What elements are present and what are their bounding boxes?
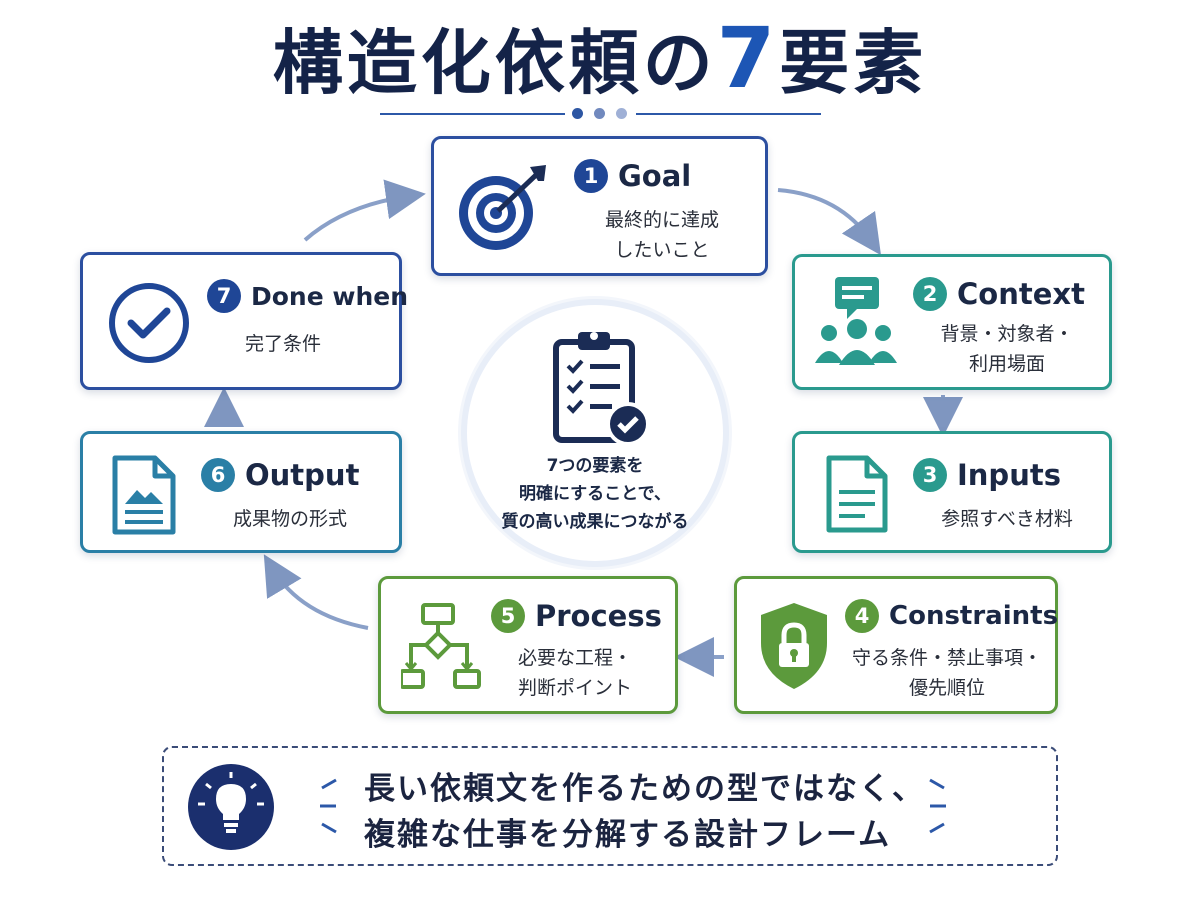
arrow-7-to-1 (303, 179, 426, 242)
element-label: Output (245, 458, 360, 492)
element-label: Inputs (957, 458, 1061, 492)
title-suffix: 要素 (779, 22, 928, 104)
element-description: 背景・対象者・利用場面 (940, 323, 1074, 375)
element-card-constraints: 4 Constraints 守る条件・禁止事項・優先順位 (734, 576, 1058, 714)
card-header: 2 Context (913, 277, 1085, 311)
image-document-icon (112, 455, 176, 535)
element-card-process: 5 Process 必要な工程・判断ポイント (378, 576, 678, 714)
banner-line: 複雑な仕事を分解する設計フレーム (364, 817, 892, 853)
number-badge: 5 (491, 599, 525, 633)
element-card-goal: 1 Goal 最終的に達成したいこと (431, 136, 768, 276)
card-header: 7 Done when (207, 279, 408, 313)
number-badge: 6 (201, 458, 235, 492)
card-header: 4 Constraints (845, 599, 1058, 633)
discussion-group-icon (815, 277, 897, 365)
element-description: 最終的に達成したいこと (604, 209, 719, 261)
target-icon (459, 165, 546, 250)
element-label: Context (957, 277, 1085, 311)
title-dot (616, 108, 627, 119)
center-line: 7つの要素を (546, 456, 644, 476)
element-card-context: 2 Context 背景・対象者・利用場面 (792, 254, 1112, 390)
number-badge: 3 (913, 458, 947, 492)
banner-message: 長い依頼文を作るための型ではなく、 複雑な仕事を分解する設計フレーム (364, 766, 925, 858)
element-label: Done when (251, 281, 409, 311)
element-card-inputs: 3 Inputs 参照すべき材料 (792, 431, 1112, 553)
page-title: 構造化依頼の7要素 (0, 8, 1200, 113)
shield-lock-icon (761, 603, 827, 689)
summary-banner (162, 746, 1058, 866)
checkmark-circle-icon (109, 283, 189, 363)
element-description: 必要な工程・判断ポイント (517, 647, 632, 699)
element-label: Constraints (889, 601, 1059, 631)
number-badge: 2 (913, 277, 947, 311)
title-main: 構造化依頼の (272, 22, 717, 104)
emphasis-marks-left-icon (320, 778, 337, 834)
center-line: 明確にすることで、 (519, 484, 671, 504)
arrow-5-to-6 (263, 554, 369, 630)
emphasis-marks-right-icon (929, 778, 946, 834)
title-number: 7 (716, 9, 780, 107)
element-card-output: 6 Output 成果物の形式 (80, 431, 402, 553)
card-header: 5 Process (491, 599, 662, 633)
title-divider-left (380, 113, 565, 115)
element-description: 完了条件 (244, 333, 321, 355)
number-badge: 7 (207, 279, 241, 313)
center-message: 7つの要素を 明確にすることで、 質の高い成果につながる (470, 452, 720, 536)
element-label: Goal (618, 159, 692, 193)
number-badge: 1 (574, 159, 608, 193)
element-description: 守る条件・禁止事項・優先順位 (851, 647, 1042, 699)
banner-line: 長い依頼文を作るための型ではなく、 (364, 771, 925, 807)
card-header: 3 Inputs (913, 458, 1061, 492)
arrow-1-to-2 (777, 188, 882, 256)
center-line: 質の高い成果につながる (501, 512, 689, 532)
element-label: Process (535, 599, 662, 633)
element-description: 参照すべき材料 (941, 508, 1073, 530)
title-dot (594, 108, 605, 119)
lightbulb-icon (188, 764, 274, 850)
card-header: 1 Goal (574, 159, 691, 193)
document-icon (826, 455, 888, 533)
flowchart-icon (401, 603, 481, 689)
checklist-clipboard-icon (553, 332, 650, 446)
number-badge: 4 (845, 599, 879, 633)
element-description: 成果物の形式 (232, 508, 347, 530)
card-header: 6 Output (201, 458, 359, 492)
title-divider-right (636, 113, 821, 115)
title-dot (572, 108, 583, 119)
element-card-done-when: 7 Done when 完了条件 (80, 252, 408, 390)
